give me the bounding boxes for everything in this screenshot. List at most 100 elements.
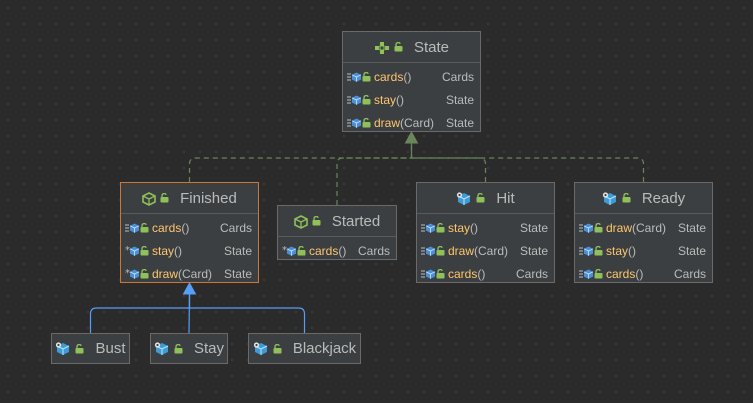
started-members: *cards()Cards bbox=[278, 236, 396, 264]
public-lock-icon bbox=[594, 245, 603, 255]
method-name: draw bbox=[606, 220, 633, 235]
state-header: State bbox=[343, 32, 480, 62]
return-type: State bbox=[519, 220, 548, 235]
return-type: Cards bbox=[673, 266, 706, 281]
method-name: cards bbox=[152, 220, 182, 235]
class-name: State bbox=[413, 38, 450, 56]
method-row-draw[interactable]: draw(Card) State bbox=[575, 216, 712, 239]
method-row-stay[interactable]: stay()State bbox=[343, 88, 480, 111]
return-type: State bbox=[223, 243, 252, 258]
public-lock-icon bbox=[436, 222, 445, 232]
class-name: Finished bbox=[180, 189, 237, 207]
svg-text:*: * bbox=[125, 268, 130, 279]
class-node-blackjack[interactable]: Blackjack bbox=[248, 333, 361, 364]
public-lock-icon bbox=[362, 71, 371, 81]
abstract-class-icon bbox=[294, 213, 308, 230]
method-name: draw bbox=[374, 115, 401, 130]
method-row-draw[interactable]: *draw(Card)State bbox=[121, 262, 258, 285]
method-name: stay bbox=[152, 243, 175, 258]
class-name: Blackjack bbox=[292, 340, 357, 357]
public-lock-icon bbox=[394, 42, 403, 52]
public-lock-icon bbox=[140, 268, 149, 278]
public-lock-icon bbox=[362, 117, 371, 127]
class-icon bbox=[55, 340, 71, 357]
method-row-cards[interactable]: *cards()Cards bbox=[278, 239, 396, 262]
method-row-stay[interactable]: stay()State bbox=[417, 216, 554, 239]
method-row-draw[interactable]: draw(Card)State bbox=[417, 239, 554, 262]
edge-started-to-state bbox=[336, 142, 413, 205]
method-row-cards[interactable]: cards() Cards bbox=[575, 262, 712, 285]
ready-members: draw(Card) State stay()State cards() Cards bbox=[575, 213, 712, 287]
class-name: Stay bbox=[193, 340, 224, 357]
class-node-state[interactable]: State cards() Cards stay()State draw(Card) St… bbox=[342, 31, 481, 132]
abstract-method-icon bbox=[421, 221, 436, 235]
bust-header: Bust bbox=[52, 334, 129, 363]
inheritance-arrowhead-finished bbox=[182, 281, 197, 295]
abstract-method-icon bbox=[579, 267, 594, 281]
class-icon bbox=[456, 190, 472, 207]
abstract-method-icon bbox=[579, 221, 594, 235]
return-type: State bbox=[445, 115, 474, 130]
return-type: Cards bbox=[515, 266, 548, 281]
public-lock-icon bbox=[436, 268, 445, 278]
method-params: () bbox=[181, 220, 190, 235]
method-name: stay bbox=[606, 243, 629, 258]
interface-icon bbox=[374, 39, 390, 56]
class-name: Started bbox=[331, 212, 381, 230]
class-name: Ready bbox=[641, 189, 686, 207]
blackjack-header: Blackjack bbox=[249, 334, 360, 363]
public-lock-icon bbox=[594, 222, 603, 232]
method-row-draw[interactable]: draw(Card) State bbox=[343, 111, 480, 134]
class-node-ready[interactable]: Ready draw(Card) State stay()State cards() Ca… bbox=[574, 182, 713, 283]
method-row-cards[interactable]: cards()Cards bbox=[121, 216, 258, 239]
method-name: cards bbox=[606, 266, 636, 281]
implemented-method-icon: * bbox=[125, 267, 140, 281]
method-params: () bbox=[338, 243, 347, 258]
abstract-method-icon bbox=[125, 221, 140, 235]
class-icon bbox=[154, 340, 170, 357]
public-lock-icon bbox=[140, 222, 149, 232]
method-row-cards[interactable]: cards() Cards bbox=[343, 65, 480, 88]
edge-blackjack-to-finished bbox=[188, 293, 306, 333]
state-members: cards() Cards stay()State draw(Card) State bbox=[343, 62, 480, 136]
class-name: Bust bbox=[95, 340, 126, 357]
edge-hit-to-state bbox=[410, 142, 487, 182]
implemented-method-icon: * bbox=[125, 244, 140, 258]
method-params: (Card) bbox=[632, 220, 667, 235]
edge-finished-to-state bbox=[188, 142, 413, 182]
method-row-stay[interactable]: stay()State bbox=[575, 239, 712, 262]
return-type: Cards bbox=[357, 243, 390, 258]
method-params: () bbox=[470, 220, 479, 235]
return-type: State bbox=[677, 220, 706, 235]
public-lock-icon bbox=[160, 193, 169, 203]
method-params: (Card) bbox=[400, 115, 435, 130]
public-lock-icon bbox=[75, 343, 84, 353]
method-name: cards bbox=[309, 243, 339, 258]
method-params: (Card) bbox=[178, 266, 213, 281]
method-name: cards bbox=[374, 69, 404, 84]
method-name: draw bbox=[152, 266, 179, 281]
class-node-stay[interactable]: Stay bbox=[150, 333, 228, 364]
started-header: Started bbox=[278, 206, 396, 236]
public-lock-icon bbox=[297, 245, 306, 255]
hit-header: Hit bbox=[417, 183, 554, 213]
class-node-started[interactable]: Started*cards()Cards bbox=[277, 205, 397, 260]
class-node-bust[interactable]: Bust bbox=[51, 333, 130, 364]
class-name: Hit bbox=[496, 189, 515, 207]
method-row-stay[interactable]: * stay() State bbox=[121, 239, 258, 262]
finished-header: Finished bbox=[121, 183, 258, 213]
return-type: Cards bbox=[441, 69, 474, 84]
method-params: () bbox=[477, 266, 486, 281]
method-row-cards[interactable]: cards()Cards bbox=[417, 262, 554, 285]
abstract-method-icon bbox=[421, 267, 436, 281]
method-params: () bbox=[635, 266, 644, 281]
method-params: () bbox=[403, 69, 412, 84]
method-params: () bbox=[174, 243, 183, 258]
stay-header: Stay bbox=[151, 334, 227, 363]
public-lock-icon bbox=[436, 245, 445, 255]
